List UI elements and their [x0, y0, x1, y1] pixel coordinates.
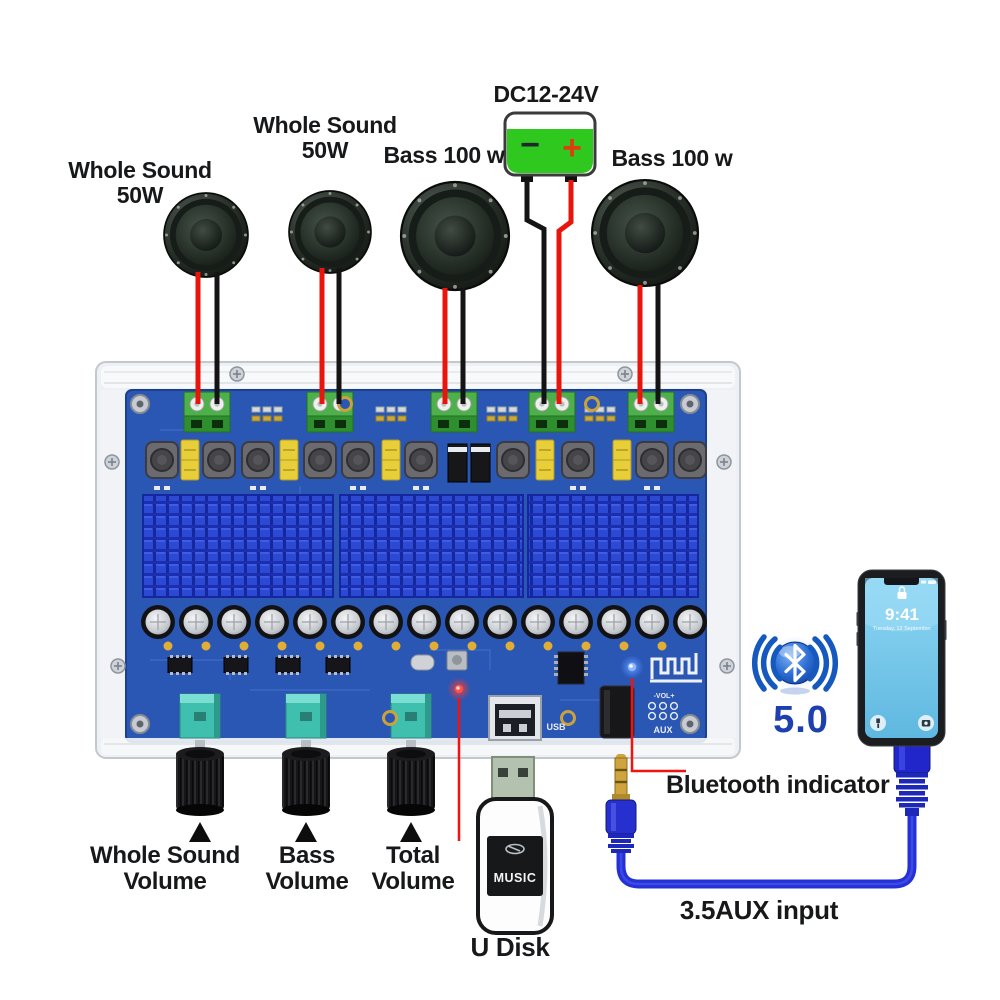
power-terminal [528, 391, 576, 433]
signal-arcs-icon [752, 634, 838, 692]
speaker-whole-sound-2 [288, 190, 372, 274]
case-screw [719, 658, 735, 674]
speaker-bass-2 [590, 178, 700, 288]
capacitor-row [140, 604, 708, 651]
opamp-chip [275, 654, 301, 676]
pointer-triangle-icon [295, 822, 317, 842]
usb-drive-screen [487, 836, 543, 896]
aux-input-label: 3.5AUX input [679, 895, 839, 925]
bluetooth-rune-icon [784, 643, 806, 683]
knob-bass-volume [282, 740, 330, 816]
speaker1-terminal [183, 391, 231, 433]
pot-whole-sound [179, 693, 221, 739]
phone-cable-plug [893, 740, 931, 816]
camera-button [918, 715, 934, 731]
battery-minus-symbol: − [520, 126, 540, 164]
knob-whole-sound-volume [176, 740, 224, 816]
power-led [447, 677, 471, 701]
case-screw [104, 454, 120, 470]
usb-flash-drive: MUSIC [476, 756, 554, 935]
mounting-hole [584, 396, 600, 412]
usb-drive-label: MUSIC [494, 871, 537, 885]
knob3-label: Total Volume [371, 842, 455, 896]
vol-header-label: -VOL+ [654, 693, 675, 700]
aux-port-label: AUX [653, 725, 672, 735]
inductor-row [145, 439, 707, 490]
opamp-chip [325, 654, 351, 676]
aux-cable [605, 740, 931, 889]
speaker4-terminal [627, 391, 675, 433]
heatsinks [142, 494, 699, 598]
flashlight-button [870, 715, 886, 731]
lock-icon [897, 586, 907, 599]
case-screw [229, 366, 245, 382]
speaker3-terminal [430, 391, 478, 433]
bluetooth-version-label: 5.0 [773, 699, 829, 741]
phone-date: Tuesday, 12 September [873, 626, 931, 632]
case-screw [617, 366, 633, 382]
bluetooth-indicator-label: Bluetooth indicator [666, 771, 890, 799]
speaker4-label: Bass 100 w [611, 145, 733, 171]
opamp-chip [223, 654, 249, 676]
pot-bass [285, 693, 327, 739]
speaker3-label: Bass 100 w [383, 142, 505, 168]
phone-time: 9:41 [885, 605, 919, 624]
smartphone: 9:41 Tuesday, 12 September [856, 569, 947, 747]
speaker-wires [195, 268, 661, 404]
knob2-label: Bass Volume [265, 842, 349, 896]
knob1-label: Whole Sound Volume [89, 842, 240, 896]
crystal-oscillator [410, 654, 435, 671]
pointer-triangle-icon [400, 822, 422, 842]
speaker-bass-1 [399, 180, 511, 292]
battery-plus-symbol: + [562, 129, 582, 167]
bluetooth-led [620, 655, 644, 679]
case-screw [110, 658, 126, 674]
usb-port-label: USB [546, 722, 566, 732]
status-icons [921, 580, 936, 584]
opamp-chip [167, 654, 193, 676]
phone-notch [884, 578, 919, 585]
power-diodes [447, 443, 491, 483]
disc-icon [505, 843, 525, 855]
bluetooth-5-logo [752, 634, 838, 695]
case-screw [716, 454, 732, 470]
power-wires [524, 180, 574, 404]
u-disk-label: U Disk [470, 932, 550, 962]
usb-port [488, 695, 542, 741]
power-supply-battery: − + [503, 111, 597, 182]
pointer-triangle-icon [189, 822, 211, 842]
knob-total-volume [387, 740, 435, 816]
speaker2-label: Whole Sound 50W [253, 112, 397, 164]
vol-header-pins [647, 701, 679, 721]
bluetooth-antenna-icon [650, 653, 698, 679]
power-supply-label: DC12-24V [493, 81, 599, 107]
speaker1-label: Whole Sound 50W [68, 157, 212, 209]
amplifier-board: USB -VOL+ AUX [95, 361, 741, 759]
bluetooth-led-pointer-line [630, 678, 686, 773]
aux-plug-3-5mm [605, 754, 637, 853]
main-ic [554, 651, 588, 685]
